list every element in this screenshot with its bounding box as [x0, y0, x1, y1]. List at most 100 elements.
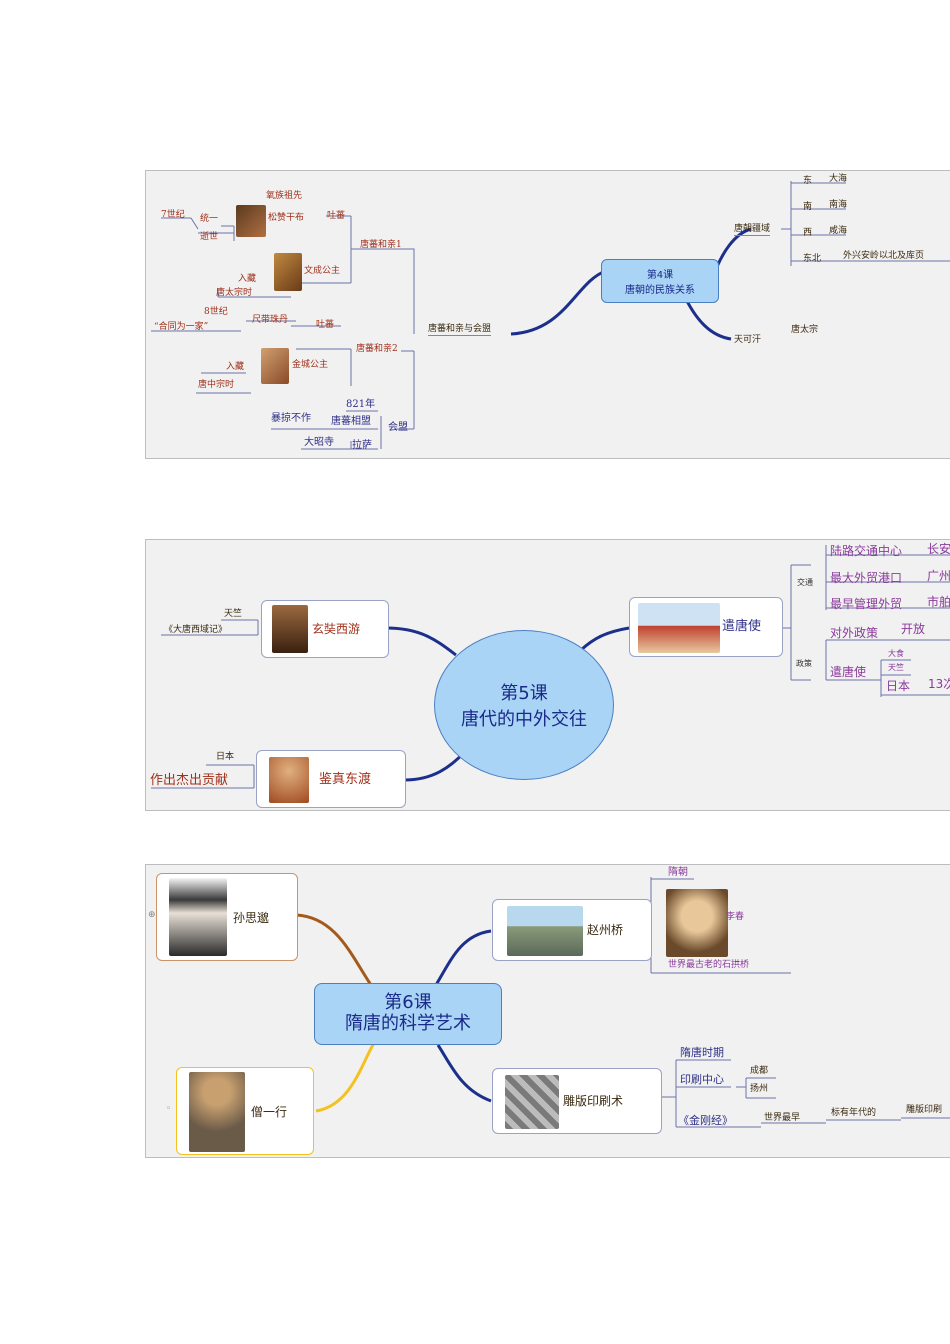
- transport-val-2: 广州: [927, 569, 950, 583]
- wencheng-portrait: [274, 253, 302, 291]
- xuanzang-node: 玄奘西游: [261, 600, 389, 658]
- envoy-label: 遣唐使: [722, 619, 762, 634]
- alliance-year: 821年: [346, 399, 376, 410]
- tufan2-label: 吐蕃: [316, 320, 335, 330]
- xuanzang-label: 玄奘西游: [312, 622, 361, 636]
- jianzhen-portrait: [269, 757, 309, 803]
- jincheng-item-2: 唐中宗时: [198, 380, 235, 390]
- family-label: “合同为一家”: [154, 322, 209, 332]
- territory-val-west: 咸海: [829, 226, 848, 236]
- century8-label: 8世纪: [204, 307, 228, 317]
- mindmap-lesson6: 第6课 隋唐的科学艺术 孙思邈 ⊕ 僧一行 ◦ 赵州桥 隋朝 李春 世界最古老的…: [145, 864, 950, 1158]
- hegin2-label: 唐蕃和亲2: [356, 344, 398, 354]
- bridge-image: [507, 906, 583, 956]
- chidai-label: 尺带珠丹: [252, 315, 289, 325]
- territory-label: 唐朝疆域: [734, 224, 771, 236]
- policy-label: 政策: [796, 659, 812, 668]
- print-node: 雕版印刷术: [492, 1068, 662, 1134]
- territory-dir-east: 东: [803, 176, 813, 186]
- jianzhen-item-2: 作出杰出贡献: [150, 773, 229, 788]
- print-item-sutra: 《金刚经》: [678, 1114, 733, 1127]
- wencheng-label: 文成公主: [304, 266, 341, 276]
- print-image: [505, 1075, 559, 1129]
- print-item-era: 隋唐时期: [680, 1046, 724, 1059]
- jianzhen-label: 鉴真东渡: [319, 772, 372, 787]
- print-item-center: 印刷中心: [680, 1073, 724, 1086]
- alliance-treaty: 唐蕃相盟: [331, 416, 371, 427]
- lesson5-center-line2: 唐代的中外交往: [461, 709, 587, 730]
- policy-sub-1: 大食: [888, 649, 904, 658]
- sun-label: 孙思邈: [233, 911, 270, 925]
- lesson6-center-node: 第6课 隋唐的科学艺术: [314, 983, 502, 1045]
- lesson4-center-node: 第4课 唐朝的民族关系: [601, 259, 719, 303]
- transport-item-1: 陆路交通中心: [830, 544, 903, 558]
- policy-sub-3: 日本: [886, 679, 911, 693]
- territory-val-south: 南海: [829, 200, 848, 210]
- print-item-dated: 标有年代的: [831, 1108, 877, 1118]
- xuanzang-item-1: 天竺: [224, 609, 243, 619]
- lichun-portrait: [666, 889, 728, 957]
- tufan-item-2: 松赞干布: [268, 213, 305, 223]
- territory-dir-northeast: 东北: [803, 254, 822, 264]
- mindmap-lesson5: 第5课 唐代的中外交往 玄奘西游 天竺 《大唐西域记》 鉴真东渡 日本 作出杰出…: [145, 539, 950, 811]
- songzan-unify: 统一: [200, 214, 219, 224]
- alliance-jokhang: 大昭寺: [304, 437, 334, 448]
- yixing-node: 僧一行: [176, 1067, 314, 1155]
- print-item-yangzhou: 扬州: [750, 1084, 769, 1094]
- xuanzang-item-2: 《大唐西域记》: [164, 625, 228, 635]
- sun-expand-icon[interactable]: ⊕: [148, 910, 156, 920]
- yixing-portrait: [189, 1072, 245, 1152]
- envoy-image: [638, 603, 720, 653]
- territory-val-northeast: 外兴安岭以北及库页: [843, 251, 925, 261]
- jianzhen-item-1: 日本: [216, 752, 235, 762]
- jincheng-portrait: [261, 348, 289, 384]
- policy-val-2: 13次: [928, 677, 950, 691]
- wencheng-item-2: 唐太宗时: [216, 288, 253, 298]
- bridge-node: 赵州桥: [492, 899, 652, 961]
- lesson5-center-node: 第5课 唐代的中外交往: [434, 630, 614, 780]
- territory-dir-south: 南: [803, 202, 813, 212]
- policy-sub-2: 天竺: [888, 663, 904, 672]
- khan-value: 唐太宗: [791, 325, 819, 335]
- wencheng-item-1: 入藏: [238, 274, 257, 284]
- transport-item-3: 最早管理外贸: [830, 597, 903, 611]
- policy-item-2: 遣唐使: [830, 665, 867, 679]
- lesson5-branch-lines: [151, 545, 950, 789]
- yixing-label: 僧一行: [251, 1105, 288, 1119]
- policy-item-1: 对外政策: [830, 626, 879, 640]
- lesson5-center-line1: 第5课: [500, 683, 548, 704]
- alliance-peace: 暴掠不作: [271, 413, 311, 424]
- songzan-death: 逝世: [200, 232, 219, 242]
- bridge-era: 隋朝: [668, 867, 688, 878]
- tufan-item-1: 氧族祖先: [266, 191, 303, 201]
- policy-val-1: 开放: [901, 622, 926, 636]
- songzan-portrait: [236, 205, 266, 237]
- jincheng-item-1: 入藏: [226, 362, 245, 372]
- territory-dir-west: 西: [803, 228, 813, 238]
- xuanzang-portrait: [272, 605, 308, 653]
- khan-label: 天可汗: [734, 335, 762, 345]
- lesson6-center-line2: 隋唐的科学艺术: [345, 1013, 471, 1034]
- bridge-label: 赵州桥: [587, 923, 624, 937]
- songzan-century: 7世纪: [161, 210, 185, 220]
- tufan-label: 吐蕃: [327, 211, 346, 221]
- print-item-earliest: 世界最早: [764, 1113, 801, 1123]
- alliance-lhasa: 拉萨: [352, 440, 372, 451]
- transport-val-1: 长安: [927, 542, 950, 556]
- yixing-expand-icon[interactable]: ◦: [166, 1104, 172, 1114]
- sun-portrait: [169, 878, 227, 956]
- bridge-builder: 李春: [726, 912, 745, 922]
- transport-val-3: 市舶: [927, 595, 950, 609]
- lesson4-center-line1: 第4课: [646, 270, 674, 281]
- transport-item-2: 最大外贸港口: [830, 571, 903, 585]
- print-label: 雕版印刷术: [563, 1094, 624, 1108]
- print-item-woodblock: 雕版印刷: [906, 1105, 943, 1115]
- main-branch-label: 唐蕃和亲与会盟: [428, 324, 492, 336]
- lesson6-center-line1: 第6课: [384, 992, 432, 1014]
- territory-val-east: 大海: [829, 174, 848, 184]
- lesson4-center-line2: 唐朝的民族关系: [625, 285, 695, 296]
- envoy-node: 遣唐使: [629, 597, 783, 657]
- transport-label: 交通: [797, 578, 813, 587]
- jianzhen-node: 鉴真东渡: [256, 750, 406, 808]
- sun-node: 孙思邈: [156, 873, 298, 961]
